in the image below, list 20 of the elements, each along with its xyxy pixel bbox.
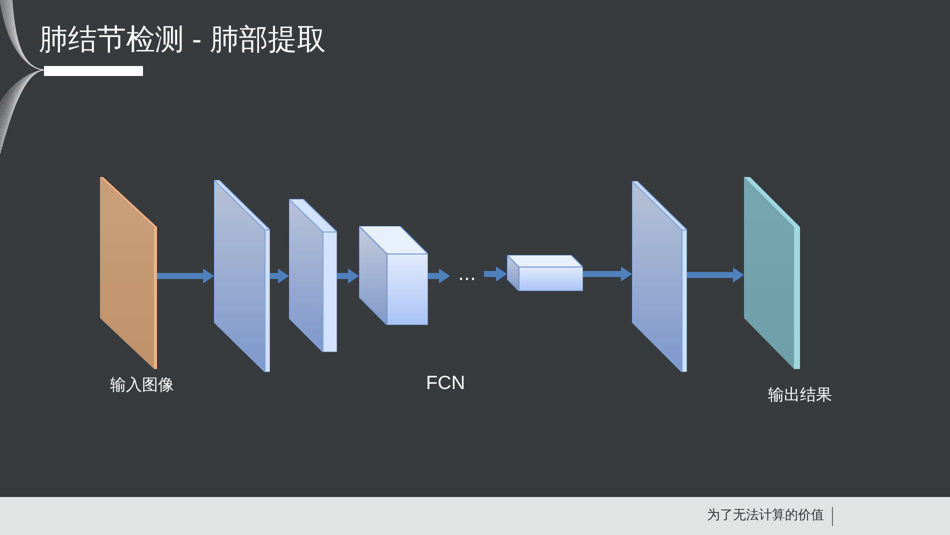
arrow	[583, 266, 632, 282]
arrow	[687, 268, 744, 282]
output-layer	[744, 177, 800, 369]
feature-block	[507, 255, 583, 291]
arrow	[428, 268, 450, 284]
input-layer	[100, 177, 157, 369]
layer-caption: 输入图像	[110, 376, 174, 396]
title: 肺结节检测 - 肺部提取	[39, 23, 326, 58]
network-label: FCN	[426, 373, 466, 396]
feature-layer	[214, 180, 270, 372]
arrow	[270, 268, 289, 284]
arrow	[484, 266, 507, 282]
feature-layer	[632, 181, 687, 372]
feature-layer	[289, 199, 337, 352]
footer-text: 为了无法计算的价值	[707, 507, 824, 523]
arrow	[157, 268, 214, 284]
feature-cube	[359, 226, 428, 325]
layer-caption: 输出结果	[768, 386, 832, 406]
ellipsis: …	[450, 262, 484, 288]
arrow	[337, 268, 359, 284]
